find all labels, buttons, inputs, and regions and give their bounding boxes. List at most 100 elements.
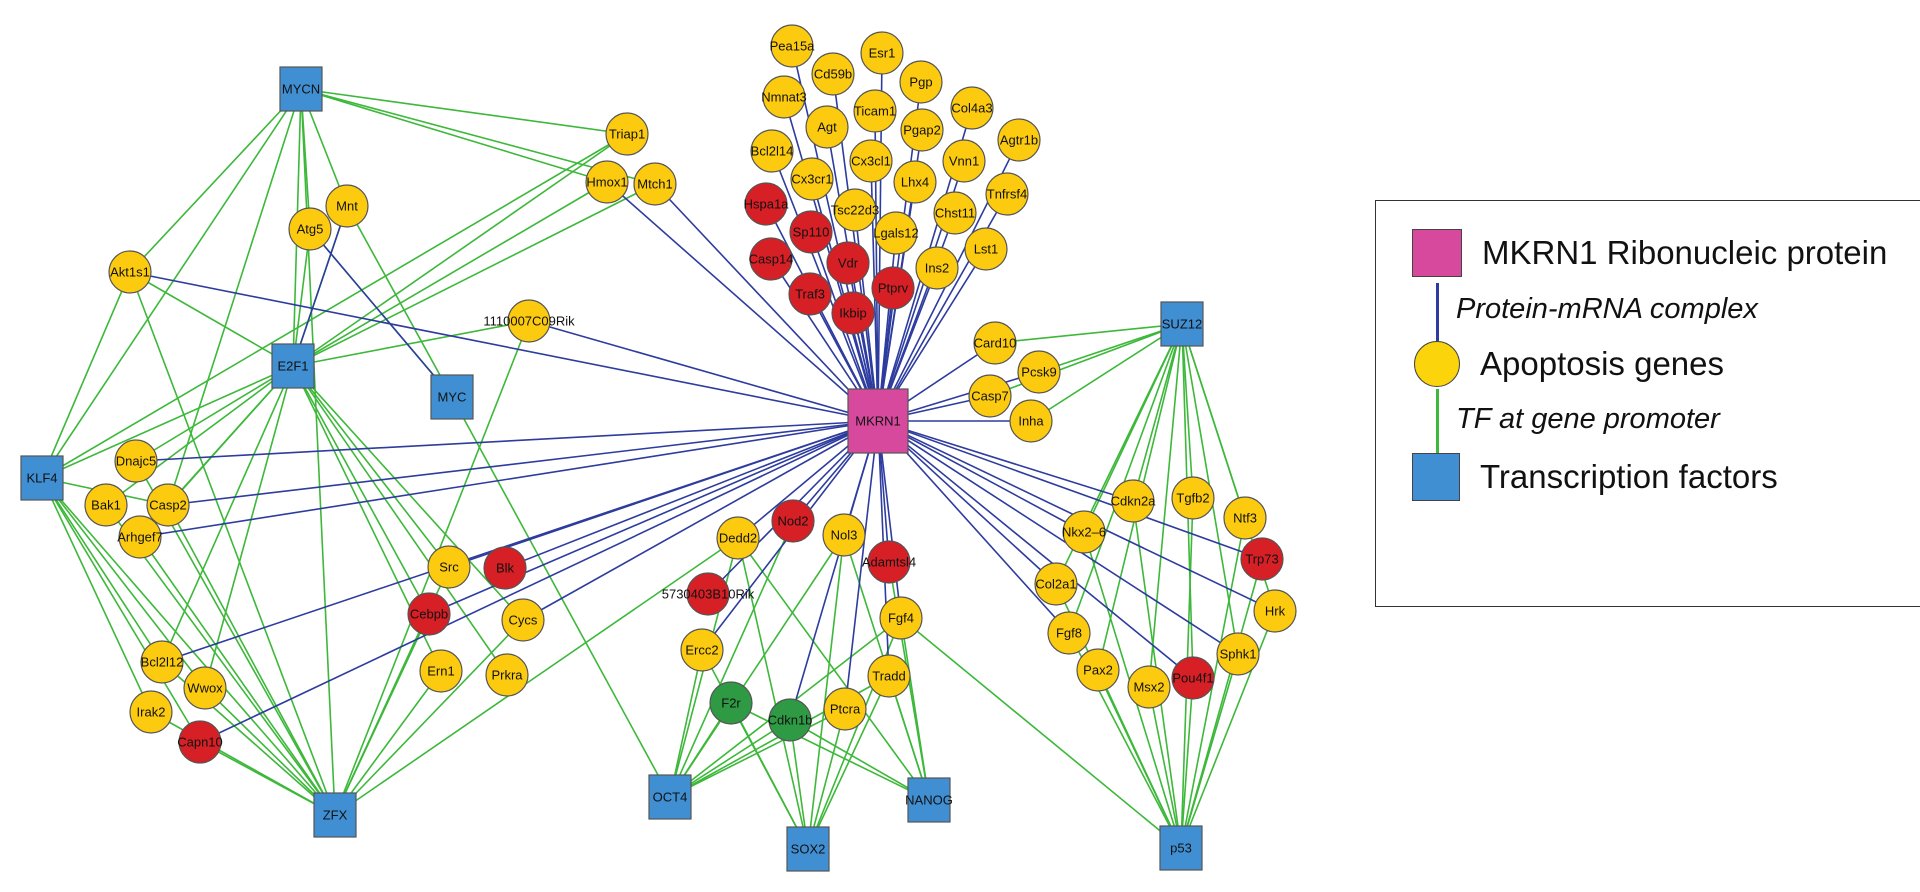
gene-circle [893,160,937,204]
gene-node-tgfb2: Tgfb2 [1171,476,1215,520]
hub-node-mkrn1: MKRN1 [847,388,909,454]
protein-mrna-edge [877,420,1070,634]
node-label: Pea15a [770,39,816,54]
gene-circle [879,596,923,640]
node-label: Casp7 [971,389,1009,404]
node-label: Inha [1018,414,1044,429]
gene-node-col4a3: Col4a3 [950,86,994,130]
gene-circle [1062,510,1106,554]
tf-promoter-edge [1030,323,1183,422]
gene-circle [1034,562,1078,606]
gene-node-5730403b10rik: 5730403B10Rik [662,572,755,616]
gene-node-vnn1: Vnn1 [942,139,986,183]
tf-promoter-edge [292,183,656,367]
tf-node-p53: p53 [1159,825,1203,871]
tf-promoter-edge [41,365,294,479]
gene-node-casp2: Casp2 [146,483,190,527]
node-label: Trp73 [1245,552,1278,567]
tf-promoter-edge [135,365,294,462]
legend-protein-label: MKRN1 Ribonucleic protein [1482,234,1888,271]
gene-node-pea15a: Pea15a [770,24,816,68]
node-label: Cx3cl1 [851,154,891,169]
node-label: Pcsk9 [1021,365,1056,380]
gene-node-prkra: Prkra [485,653,529,697]
tf-promoter-edge [669,649,703,798]
gene-node-ern1: Ern1 [419,649,463,693]
node-label: KLF4 [26,471,57,486]
tf-promoter-edge [994,323,1183,344]
protein-mrna-edge [292,205,348,367]
node-label: Ern1 [427,664,454,679]
node-label: MKRN1 [855,414,901,429]
gene-node-pcsk9: Pcsk9 [1017,350,1061,394]
protein-mrna-edge [135,420,879,462]
tf-promoter-edge [292,228,311,367]
node-label: Hrk [1265,604,1286,619]
gene-circle [867,654,911,698]
gene-circle [790,157,834,201]
gene-node-casp14: Casp14 [749,237,793,281]
gene-node-nkx2-6: Nkx2–6 [1062,510,1106,554]
gene-circle [805,105,849,149]
node-label: Hspa1a [744,197,790,212]
protein-mrna-edge [877,420,1194,679]
tf-promoter-edge [105,365,294,506]
gene-node-hspa1a: Hspa1a [744,182,790,226]
tf-promoter-edge [41,133,628,479]
gene-node-ticam1: Ticam1 [853,89,897,133]
tf-node-suz12: SUZ12 [1160,301,1204,347]
node-label: Nkx2–6 [1062,525,1106,540]
gene-node-cycs: Cycs [501,598,545,642]
tf-promoter-edge [41,271,131,479]
tf-square [279,66,323,112]
tf-promoter-edge [129,88,302,273]
gene-circle [288,207,332,251]
gene-circle [633,162,677,206]
node-label: Msx2 [1133,680,1164,695]
node-label: Lhx4 [901,175,929,190]
node-label: Pou4f1 [1172,671,1213,686]
node-label: Sp110 [793,225,830,240]
node-label: ZFX [323,808,348,823]
node-label: Esr1 [869,46,896,61]
gene-node-ptcra: Ptcra [823,687,867,731]
gene-node-vdr: Vdr [826,241,870,285]
gene-circle [1171,656,1215,700]
gene-circle [1216,632,1260,676]
legend-protein-mrna-label: Protein-mRNA complex [1456,293,1758,325]
tf-promoter-edge [334,670,442,816]
legend-tf-promoter-label: TF at gene promoter [1456,403,1720,435]
node-label: Dedd2 [719,531,757,546]
node-label: Casp2 [149,498,187,513]
node-label: Mnt [336,199,358,214]
tf-promoter-edge [41,477,152,713]
gene-node-fgf8: Fgf8 [1047,611,1091,655]
gene-node-capn10: Capn10 [177,720,223,764]
gene-circle [680,628,724,672]
gene-node-fgf4: Fgf4 [879,596,923,640]
tf-promoter-edge [204,687,336,816]
tf-promoter-edge [334,619,524,816]
gene-circle [867,540,911,584]
node-label: p53 [1170,841,1192,856]
gene-circle [968,374,1012,418]
gene-circle [1017,350,1061,394]
gene-node-nod2: Nod2 [771,499,815,543]
node-label: Wwox [187,681,223,696]
tf-promoter-edge [41,477,201,743]
node-label: Tgfb2 [1176,491,1209,506]
node-label: Pax2 [1083,663,1113,678]
node-label: Hmox1 [586,175,627,190]
tf-promoter-edge [292,181,608,367]
tf-promoter-edge [807,534,845,850]
node-label: OCT4 [653,790,688,805]
node-label: Tsc22d3 [831,203,879,218]
tf-square [1160,301,1204,347]
tf-promoter-edge [334,537,739,816]
tf-promoter-edge [1132,323,1183,502]
node-label: Bak1 [91,498,121,513]
node-label: Atg5 [297,222,324,237]
gene-circle [942,139,986,183]
gene-circle [811,52,855,96]
tf-promoter-edge [1038,323,1183,373]
